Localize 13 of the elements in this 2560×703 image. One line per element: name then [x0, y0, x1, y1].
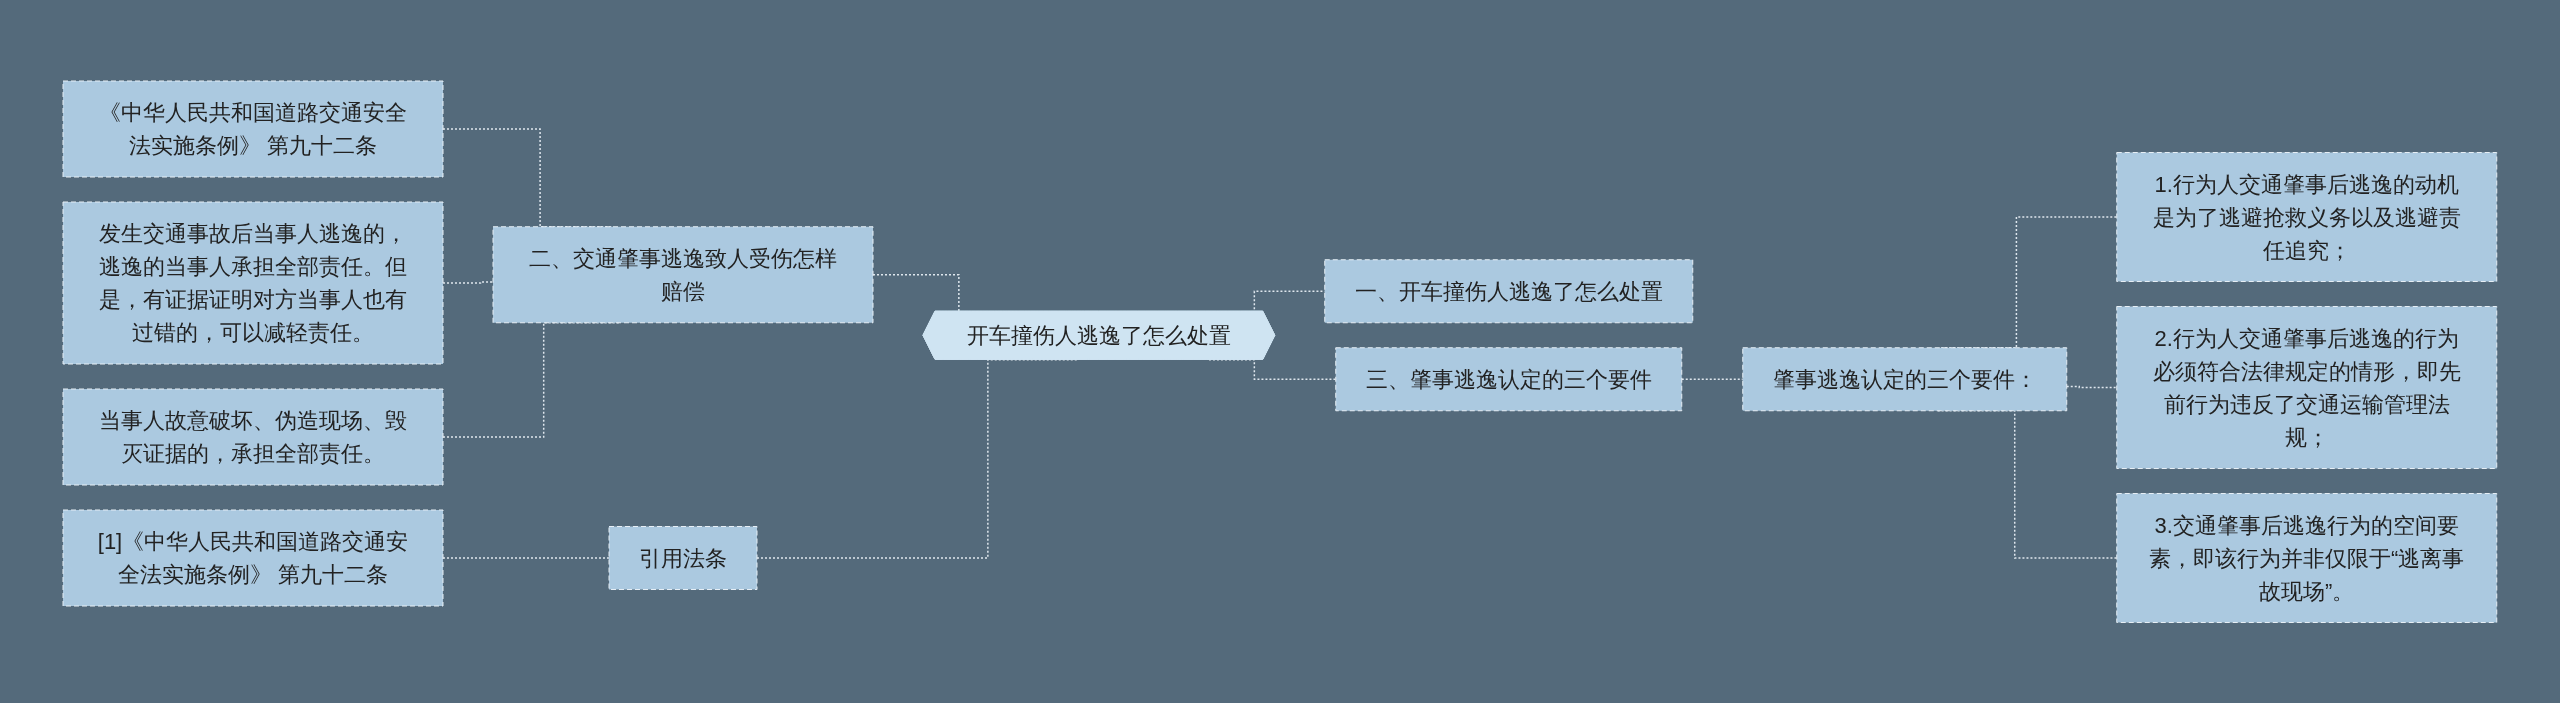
node-box: 引用法条	[608, 525, 758, 590]
node-box: 发生交通事故后当事人逃逸的，逃逸的当事人承担全部责任。但是，有证据证明对方当事人也有过错的，可以减轻责任。	[62, 201, 444, 365]
node-box: 《中华人民共和国道路交通安全法实施条例》 第九十二条	[62, 80, 444, 178]
node-box: [1]《中华人民共和国道路交通安全法实施条例》 第九十二条	[62, 509, 444, 607]
node-box: 1.行为人交通肇事后逃逸的动机是为了逃避抢救义务以及逃避责任追究；	[2116, 151, 2498, 282]
node-box: 肇事逃逸认定的三个要件：	[1742, 347, 2068, 411]
connector	[2066, 385, 2118, 388]
node-box: 二、交通肇事逃逸致人受伤怎样赔偿	[492, 226, 874, 323]
node-box: 2.行为人交通肇事后逃逸的行为必须符合法律规定的情形，即先前行为违反了交通运输管理法规；	[2116, 305, 2498, 469]
node-box: 当事人故意破坏、伪造现场、毁灭证据的，承担全部责任。	[62, 388, 444, 486]
node-box: 一、开车撞伤人逃逸了怎么处置	[1324, 259, 1694, 323]
node-box: 3.交通肇事后逃逸行为的空间要素，即该行为并非仅限于“逃离事故现场”。	[2116, 492, 2498, 623]
node-box: 三、肇事逃逸认定的三个要件	[1335, 347, 1683, 411]
